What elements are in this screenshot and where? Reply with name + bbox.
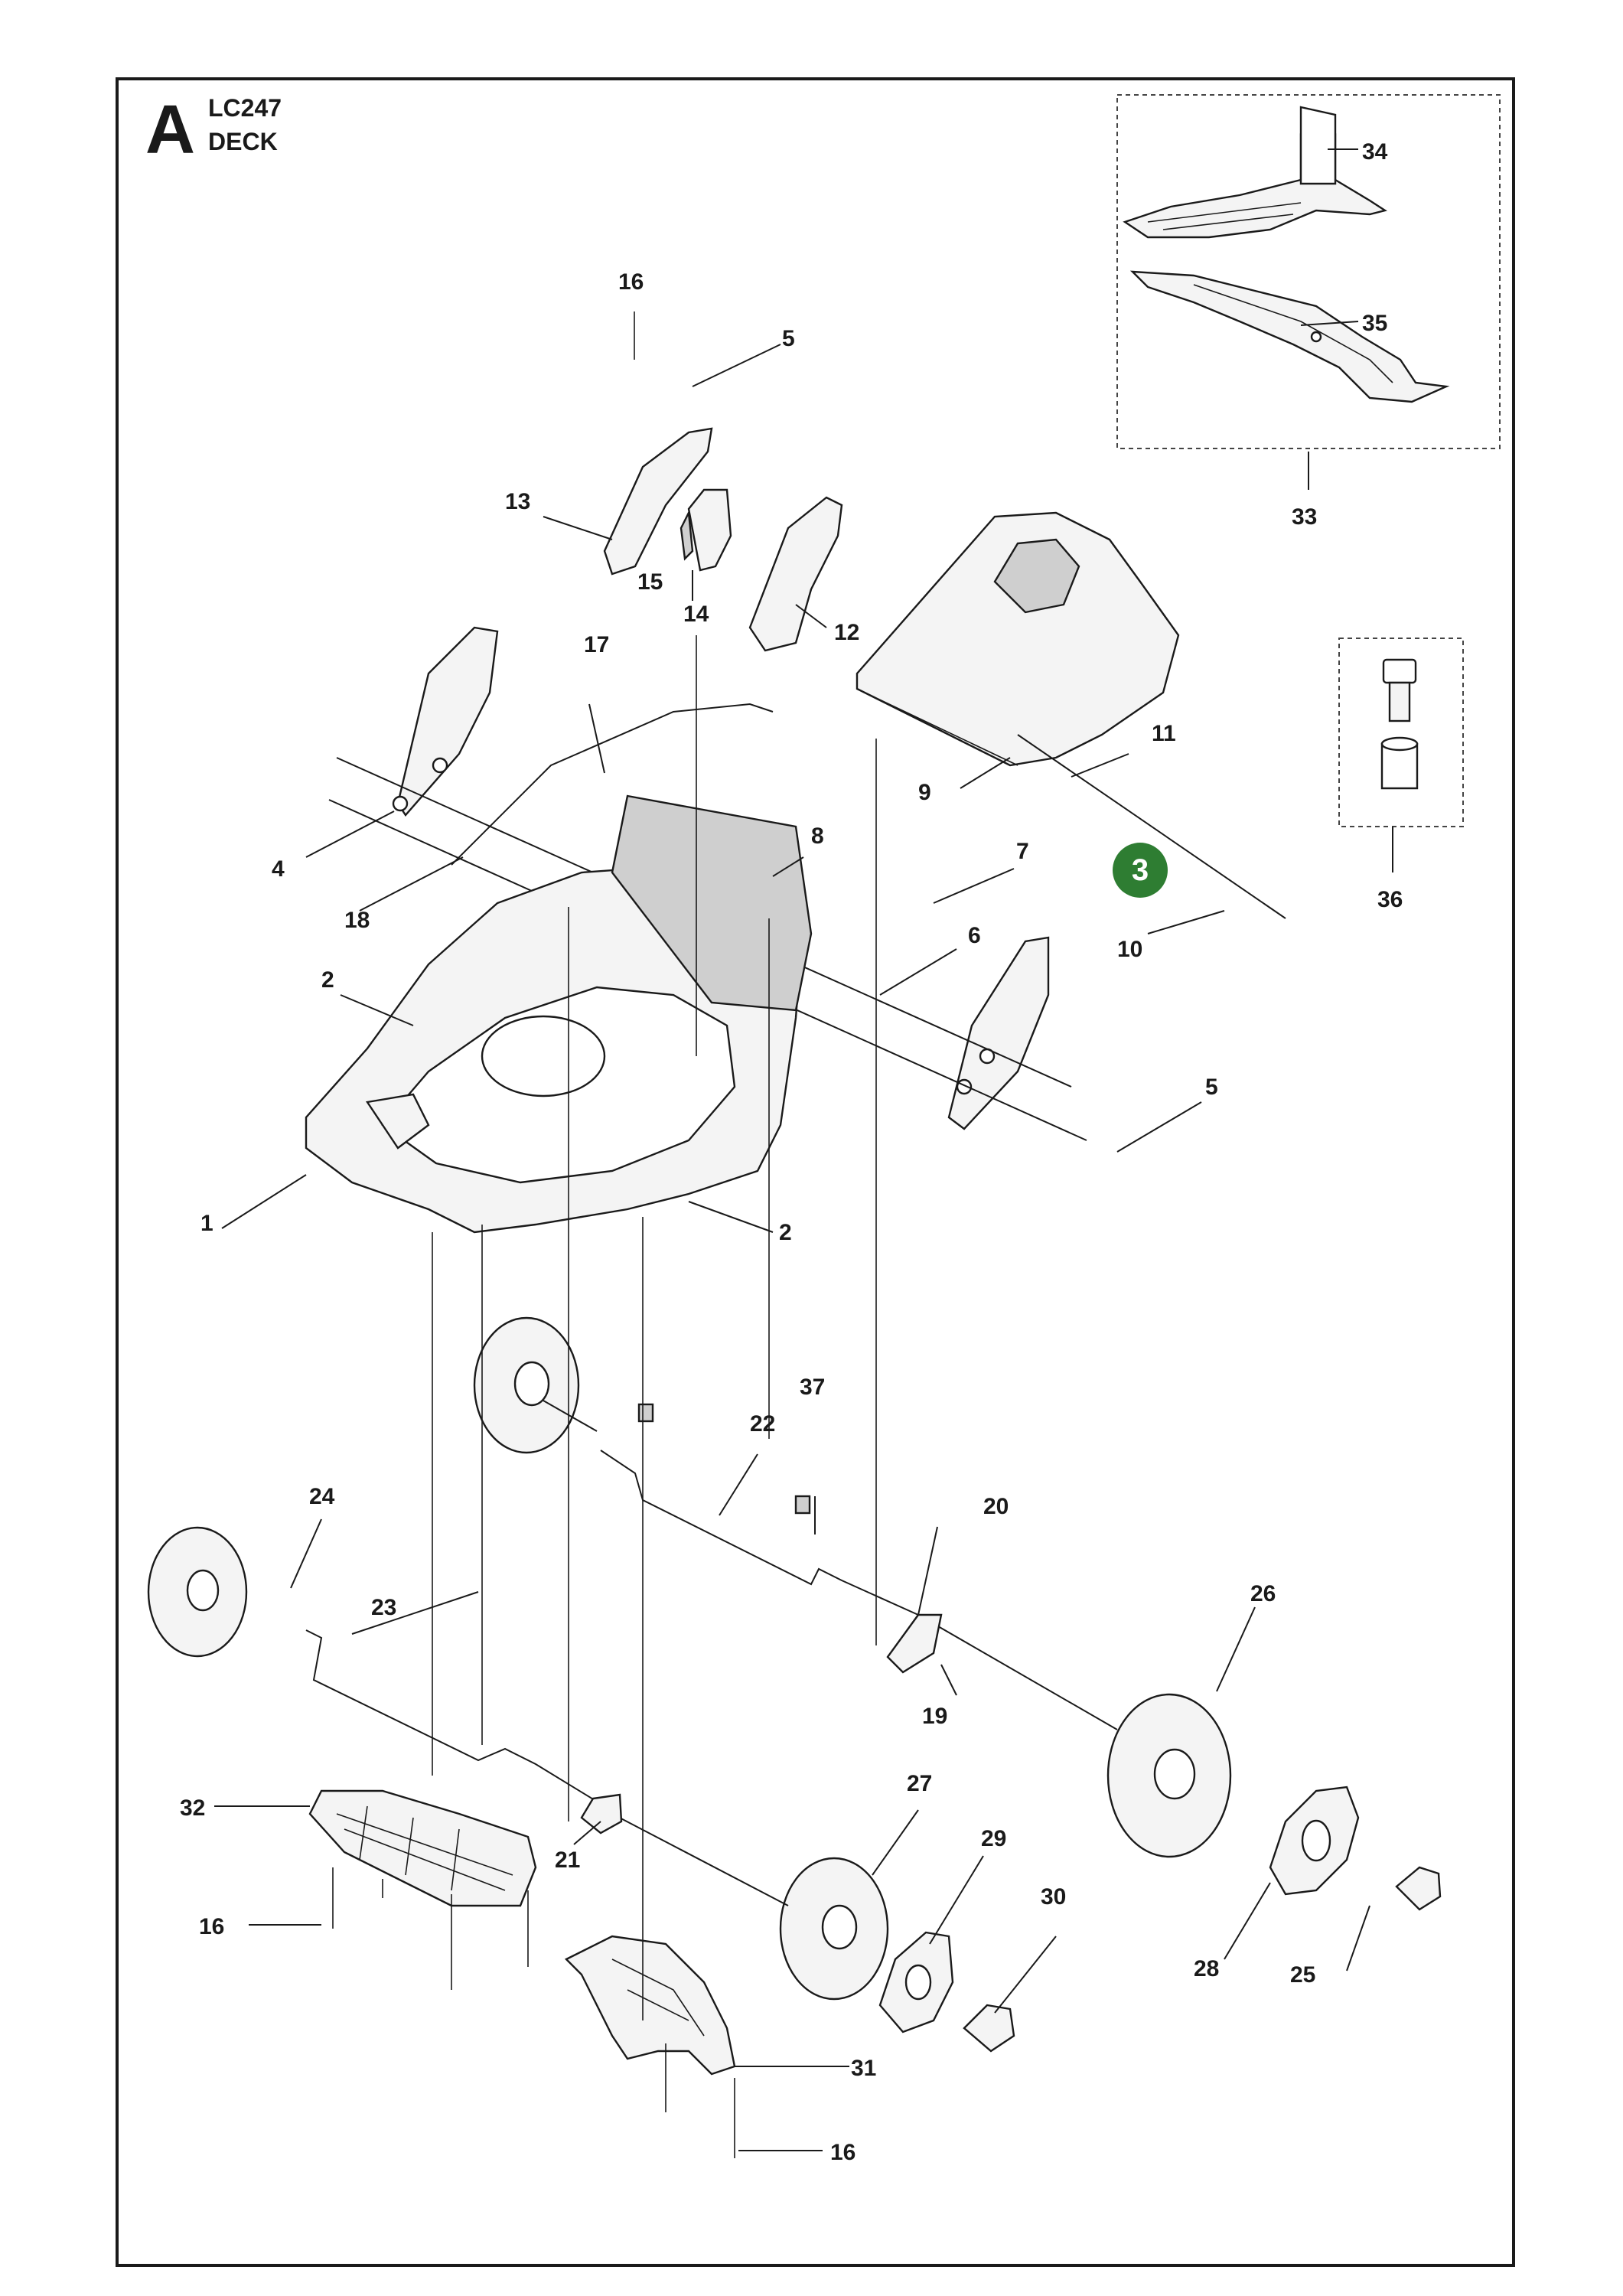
label-part-5: 5 bbox=[1205, 1075, 1218, 1100]
label-part-31: 31 bbox=[851, 2056, 876, 2081]
wheel-rear-left bbox=[147, 1526, 248, 1658]
section-title: DECK bbox=[208, 128, 278, 155]
bolt-kit-box bbox=[1338, 638, 1464, 827]
leader-lines bbox=[214, 148, 1393, 2151]
label-part-23: 23 bbox=[371, 1595, 396, 1620]
hub-cover-29 bbox=[878, 1931, 954, 2033]
label-part-12: 12 bbox=[834, 620, 859, 645]
label-part-4: 4 bbox=[272, 856, 285, 882]
bracket-21 bbox=[580, 1793, 623, 1835]
section-letter: A bbox=[145, 92, 195, 168]
label-part-33: 33 bbox=[1292, 504, 1317, 530]
bracket-20 bbox=[886, 1613, 943, 1674]
label-part-18: 18 bbox=[344, 908, 370, 933]
label-part-14: 14 bbox=[683, 602, 709, 627]
rear-flap-part bbox=[855, 511, 1180, 767]
label-part-16: 16 bbox=[618, 269, 644, 295]
rod-10 bbox=[1017, 734, 1286, 919]
label-part-8: 8 bbox=[811, 823, 824, 849]
label-part-2: 2 bbox=[321, 967, 334, 993]
label-part-20: 20 bbox=[983, 1494, 1009, 1519]
label-part-10: 10 bbox=[1117, 937, 1142, 962]
axle-22 bbox=[600, 1450, 919, 1616]
label-part-30: 30 bbox=[1041, 1884, 1066, 1910]
label-part-22: 22 bbox=[750, 1411, 775, 1437]
axle-line-front bbox=[543, 1400, 598, 1432]
axle-23 bbox=[305, 1629, 605, 1807]
label-part-15: 15 bbox=[637, 569, 663, 595]
wheel-front-left bbox=[473, 1316, 580, 1454]
label-part-17: 17 bbox=[584, 632, 609, 657]
label-part-25: 25 bbox=[1290, 1962, 1315, 1988]
label-part-11: 11 bbox=[1152, 721, 1176, 746]
label-part-16: 16 bbox=[199, 1914, 224, 1939]
label-part-28: 28 bbox=[1194, 1956, 1219, 1981]
model-number: LC247 bbox=[208, 94, 282, 122]
label-part-16: 16 bbox=[830, 2140, 855, 2165]
label-part-24: 24 bbox=[309, 1484, 335, 1509]
label-part-19: 19 bbox=[922, 1704, 947, 1729]
label-part-6: 6 bbox=[968, 923, 981, 948]
label-part-35: 35 bbox=[1362, 311, 1387, 336]
highlight-label: 3 bbox=[1132, 853, 1149, 887]
blade-holder-part bbox=[1123, 106, 1387, 239]
bolt-part bbox=[1380, 658, 1419, 790]
drawing-frame bbox=[116, 77, 1515, 2267]
label-part-2: 2 bbox=[779, 1220, 792, 1245]
rear-guard-31 bbox=[564, 1935, 736, 2076]
label-part-5: 5 bbox=[782, 326, 795, 351]
label-part-37: 37 bbox=[800, 1375, 825, 1400]
label-part-36: 36 bbox=[1377, 887, 1403, 912]
wheel-27 bbox=[779, 1857, 889, 2001]
cap-30 bbox=[963, 2004, 1015, 2053]
deck-body-part bbox=[305, 794, 813, 1234]
clip-upper bbox=[637, 1403, 654, 1423]
front-guard-32 bbox=[308, 1789, 537, 1907]
label-part-7: 7 bbox=[1016, 839, 1029, 864]
label-part-13: 13 bbox=[505, 489, 530, 514]
label-part-9: 9 bbox=[918, 780, 931, 805]
blade-part bbox=[1129, 270, 1450, 403]
axle-line-27 bbox=[611, 1813, 789, 1906]
label-part-1: 1 bbox=[200, 1211, 213, 1236]
blade-kit-box bbox=[1116, 94, 1501, 449]
height-adjust-assembly bbox=[603, 427, 843, 652]
axle-line-26 bbox=[917, 1614, 1118, 1730]
label-part-34: 34 bbox=[1362, 139, 1388, 165]
highlight-callout: 3 bbox=[1113, 843, 1168, 898]
clip-37 bbox=[794, 1495, 811, 1515]
part-labels: 1 2 2 4 5 5 6 7 8 9 10 11 12 13 14 15 16… bbox=[180, 139, 1403, 2165]
wheel-26 bbox=[1106, 1693, 1232, 1858]
label-part-32: 32 bbox=[180, 1795, 205, 1821]
label-part-27: 27 bbox=[907, 1771, 932, 1796]
rod-17 bbox=[451, 703, 774, 866]
label-part-29: 29 bbox=[981, 1826, 1006, 1851]
label-part-26: 26 bbox=[1250, 1581, 1276, 1606]
left-height-plate bbox=[392, 626, 499, 817]
cap-25 bbox=[1395, 1866, 1442, 1911]
hub-cover-28 bbox=[1269, 1786, 1360, 1896]
label-part-21: 21 bbox=[555, 1848, 580, 1873]
